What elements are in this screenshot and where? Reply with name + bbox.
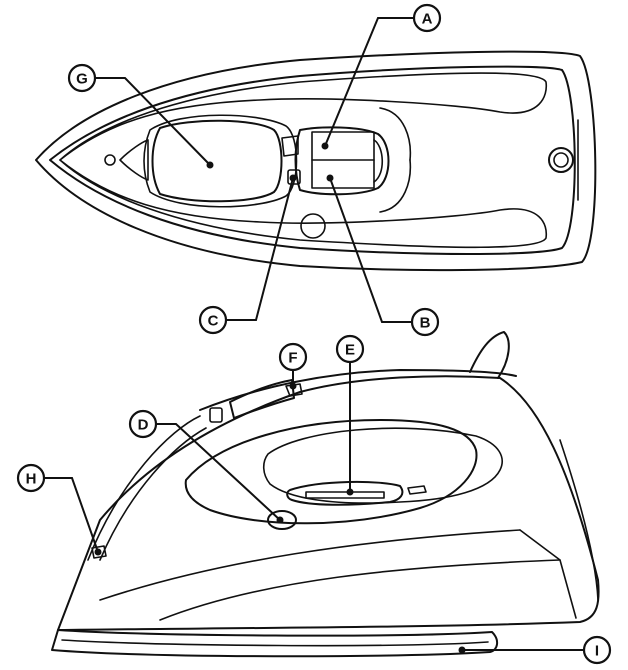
callout-b: B [410, 307, 440, 337]
callout-d-label: D [138, 417, 149, 434]
callout-g-label: G [76, 71, 88, 88]
callout-a: A [412, 3, 442, 33]
iron-top-view [35, 50, 597, 272]
leader-lines [44, 17, 584, 654]
callout-a-label: A [422, 11, 433, 28]
callout-h-label: H [26, 471, 37, 488]
callout-b-label: B [420, 315, 431, 332]
iron-side-view [51, 331, 600, 658]
callout-e: E [335, 334, 365, 364]
callout-e-label: E [345, 342, 355, 359]
callout-f: F [278, 342, 308, 372]
callout-d: D [128, 409, 158, 439]
callout-f-label: F [288, 350, 297, 367]
callout-i-label: I [595, 643, 599, 660]
callout-h: H [16, 463, 46, 493]
callout-i: I [582, 635, 612, 665]
callout-c: C [198, 305, 228, 335]
callout-g: G [67, 63, 97, 93]
callout-c-label: C [208, 313, 219, 330]
